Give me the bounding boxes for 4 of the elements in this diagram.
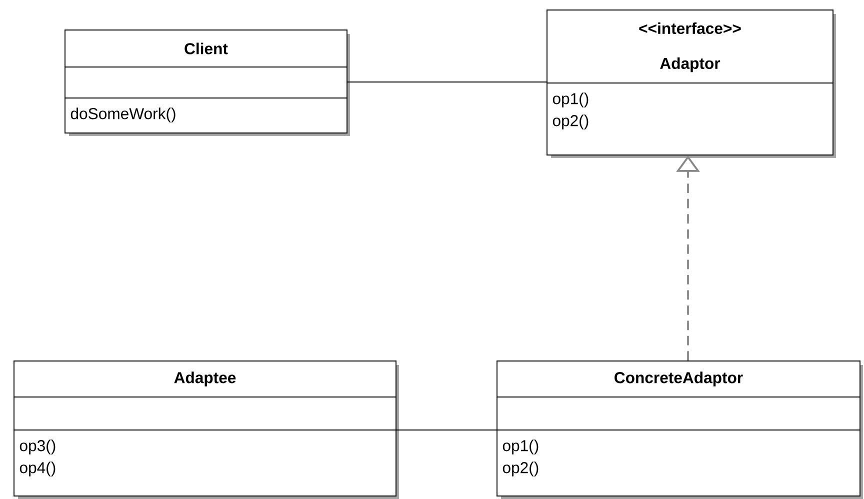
class-box: Adaptee op3() op4() <box>14 360 399 499</box>
class-box: <<interface>> Adaptor op1() op2() <box>546 10 836 158</box>
class-box: ConcreteAdaptor op1() op2() <box>496 360 863 499</box>
class-box: Client doSomeWork() <box>64 30 350 136</box>
